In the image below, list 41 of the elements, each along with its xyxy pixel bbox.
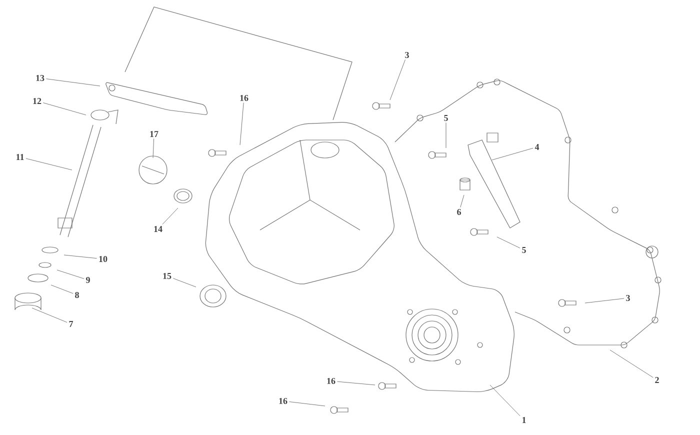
callout-number: 2	[655, 377, 659, 383]
leader-line	[162, 208, 178, 225]
callout-number: 16	[279, 398, 288, 404]
leader-line	[490, 384, 520, 416]
leader-line	[152, 138, 154, 158]
leader-line	[42, 102, 86, 116]
leader-line	[240, 102, 244, 146]
callout-number: 14	[154, 226, 162, 232]
callout-number: 13	[36, 74, 44, 82]
callout-number: 5	[444, 115, 448, 121]
leader-line	[46, 78, 100, 86]
callout-number: 5	[522, 247, 526, 253]
leader-line	[56, 270, 84, 279]
callout-number: 3	[626, 294, 630, 302]
callout-number: 3	[405, 52, 409, 58]
callout-number: 12	[33, 98, 42, 104]
leader-line	[26, 158, 72, 170]
callout-number: 6	[457, 208, 461, 216]
leader-line	[610, 350, 654, 378]
leader-line	[50, 284, 74, 294]
leader-line	[390, 59, 406, 100]
callout-number: 9	[86, 276, 90, 284]
callout-number: 4	[534, 144, 540, 150]
leader-line	[496, 236, 520, 248]
leader-line	[584, 298, 624, 304]
callout-number: 16	[327, 378, 336, 384]
callout-number: 10	[99, 256, 108, 262]
callout-number: 17	[150, 131, 158, 137]
leader-line	[32, 308, 68, 323]
callout-number: 1	[522, 417, 526, 423]
leader-line	[336, 381, 376, 386]
callout-number: 7	[69, 321, 74, 327]
leader-line	[64, 254, 98, 259]
leader-line	[460, 194, 464, 208]
leader-line	[492, 148, 534, 160]
leader-line	[172, 278, 196, 288]
callout-number: 16	[240, 94, 248, 102]
callout-number: 8	[75, 292, 79, 298]
callout-number: 15	[163, 272, 172, 279]
leader-line	[288, 401, 326, 406]
callout-number: 11	[16, 154, 24, 160]
